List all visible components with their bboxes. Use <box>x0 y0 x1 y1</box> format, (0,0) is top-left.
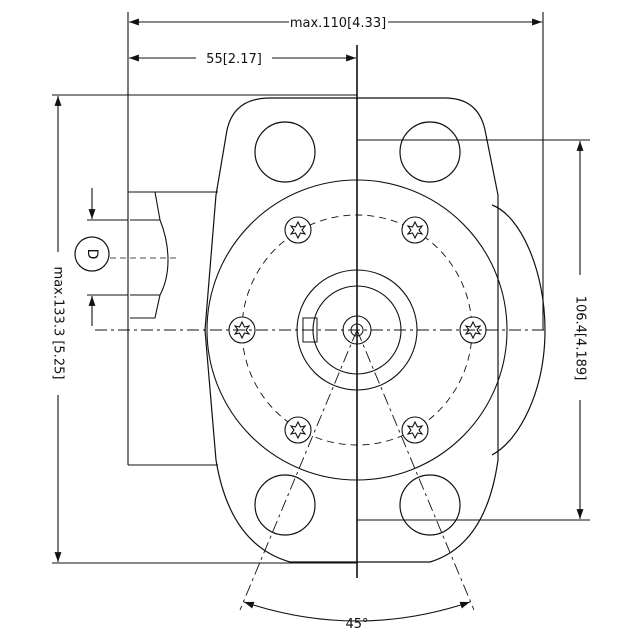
dim-text-half-width: 55[2.17] <box>206 52 262 67</box>
angle-arc <box>243 601 471 622</box>
mounting-hole-top-right <box>399 121 461 183</box>
dim-text-overall-width: max.110[4.33] <box>290 16 386 31</box>
screw-top-right <box>401 216 429 244</box>
side-port-fitting <box>100 191 218 466</box>
port-label-group: D <box>74 236 110 272</box>
motor-housing <box>204 97 546 563</box>
center-lines <box>95 329 545 611</box>
rear-body-outline <box>491 204 546 456</box>
screw-top-left <box>284 216 312 244</box>
dimension-lines <box>54 18 584 622</box>
port-label-circle <box>74 236 110 272</box>
angle-line-right <box>356 329 475 611</box>
screw-bottom-right <box>401 416 429 444</box>
extension-lines <box>52 12 590 564</box>
port-label: D <box>84 249 100 260</box>
mounting-hole-bottom-right <box>399 474 461 536</box>
mounting-hole-bottom-left <box>254 474 316 536</box>
screw-bottom-left <box>284 416 312 444</box>
mounting-holes <box>254 121 461 536</box>
dim-text-mount-height: 106.4[4.189] <box>573 296 588 381</box>
screws <box>228 216 487 444</box>
angle-line-left <box>239 329 358 611</box>
flange-outline <box>204 97 499 563</box>
mounting-hole-top-left <box>254 121 316 183</box>
dim-text-overall-height: max.133.3 [5.25] <box>51 267 66 380</box>
angle-text: 45° <box>345 617 368 632</box>
